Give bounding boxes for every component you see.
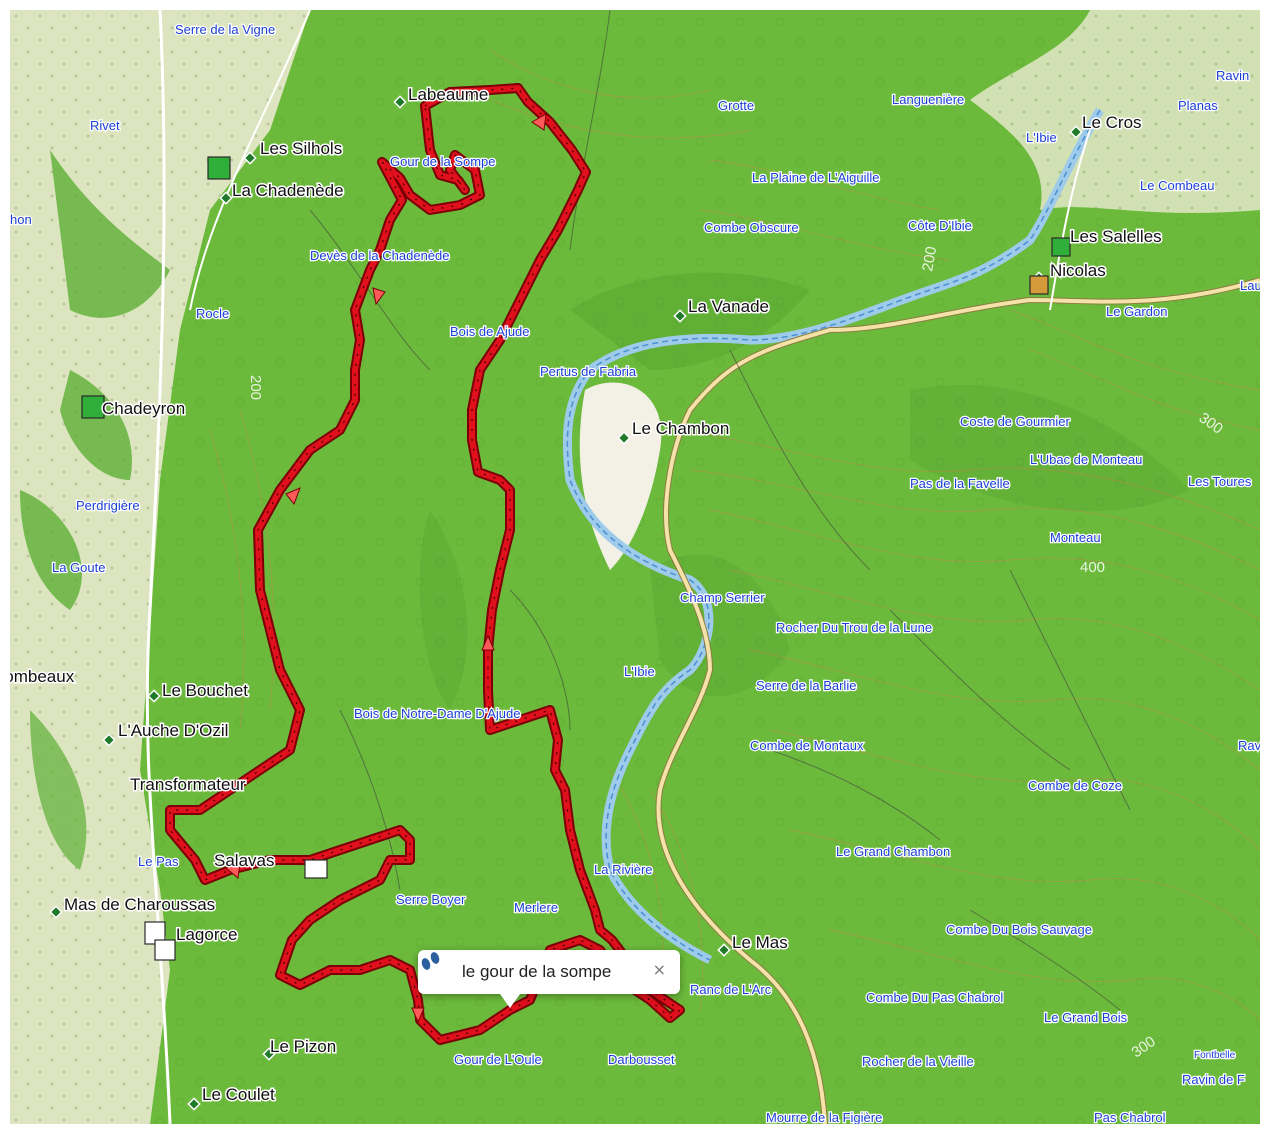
place-label: Gour de la Sompe: [390, 154, 496, 169]
church-icons: [81, 156, 1071, 961]
place-label: La Vanade: [688, 297, 769, 316]
place-label: Fontbelle: [1194, 1050, 1236, 1061]
place-label: Combe Obscure: [704, 220, 799, 235]
close-icon[interactable]: ×: [652, 960, 666, 979]
place-label: Le Pas: [138, 854, 179, 869]
place-label: Serre de la Vigne: [175, 22, 275, 37]
contour-label: 200: [919, 245, 940, 273]
place-label: Devès de la Chadenède: [310, 248, 450, 263]
place-label: Le Chambon: [632, 419, 729, 438]
place-label: La Rivière: [594, 862, 653, 877]
place-label: Merlere: [514, 900, 558, 915]
place-label: Ravin de F: [1182, 1072, 1245, 1087]
place-label: Les Silhols: [260, 139, 342, 158]
place-label: La Plaine de L'Aiguille: [752, 170, 880, 185]
place-label: Monteau: [1050, 530, 1101, 545]
place-label: Combe Du Pas Chabrol: [866, 990, 1003, 1005]
place-label: Combe de Montaux: [750, 738, 864, 753]
place-label: Coste de Gourmier: [960, 414, 1070, 429]
place-label: Le Coulet: [202, 1085, 275, 1104]
place-label: Nicolas: [1050, 261, 1106, 280]
place-label: Les Toures: [1188, 474, 1252, 489]
place-label: hon: [10, 212, 32, 227]
place-label: Mourre de la Figière: [766, 1110, 882, 1124]
place-label: Le Cros: [1082, 113, 1142, 132]
place-label: Rocle: [196, 306, 229, 321]
place-label: Rocher Du Trou de la Lune: [776, 620, 932, 635]
contour-label: 200: [247, 375, 264, 400]
place-label: Combe Du Bois Sauvage: [946, 922, 1092, 937]
place-label: Pas Chabrol: [1094, 1110, 1166, 1124]
place-label: Combeaux: [10, 667, 75, 686]
place-labels: Serre de la Vigne Rivet Les Silhols La C…: [10, 21, 1260, 1124]
place-label: Perdrigière: [76, 498, 140, 513]
place-label: Transformateur: [130, 775, 246, 794]
place-label: Combe de Coze: [1028, 778, 1122, 793]
place-label: L'Ubac de Monteau: [1030, 452, 1142, 467]
waypoint-popup[interactable]: le gour de la sompe ×: [418, 950, 680, 1008]
place-label: Côte D'Ibie: [908, 218, 972, 233]
place-label: Darbousset: [608, 1052, 675, 1067]
place-label: Serre de la Barlie: [756, 678, 856, 693]
map-canvas[interactable]: 200 300 400 200 300 Serre de la Vigne Ri…: [10, 10, 1260, 1124]
place-label: Pertus de Fabria: [540, 364, 637, 379]
place-label: La Chadenède: [232, 181, 344, 200]
topo-map: 200 300 400 200 300 Serre de la Vigne Ri…: [10, 10, 1260, 1124]
contour-lines: [209, 49, 1260, 1021]
place-label: Lau: [1240, 278, 1260, 293]
hiking-track[interactable]: [167, 85, 683, 1043]
place-label: La Goute: [52, 560, 106, 575]
place-label: L'Ibie: [624, 664, 655, 679]
place-label: Planas: [1178, 98, 1218, 113]
place-label: Lagorce: [176, 925, 237, 944]
contour-label: 400: [1080, 559, 1105, 576]
place-label: Bois de Ajude: [450, 324, 530, 339]
place-label: Le Combeau: [1140, 178, 1214, 193]
place-label: Les Salelles: [1070, 227, 1162, 246]
track-direction-arrows: [225, 113, 547, 1024]
place-label: Ranc de L'Arc: [690, 982, 772, 997]
place-label: Le Grand Bois: [1044, 1010, 1128, 1025]
place-label: Languenière: [892, 92, 964, 107]
place-label: Le Pizon: [270, 1037, 336, 1056]
popup-title: le gour de la sompe: [462, 962, 612, 981]
place-label: L'Auche D'Ozil: [118, 721, 228, 740]
place-label: Rocher de la Vieille: [862, 1054, 974, 1069]
place-label: Grotte: [718, 98, 754, 113]
place-label: Gour de L'Oule: [454, 1052, 542, 1067]
place-label: Labeaume: [408, 85, 488, 104]
place-label: Le Gardon: [1106, 304, 1167, 319]
place-label: Serre Boyer: [396, 892, 466, 907]
place-label: L'Ibie: [1026, 130, 1057, 145]
place-label: Le Bouchet: [162, 681, 248, 700]
place-label: Le Grand Chambon: [836, 844, 950, 859]
place-label: Champ Serrier: [680, 590, 765, 605]
place-label: Ravin: [1216, 68, 1249, 83]
place-label: Mas de Charoussas: [64, 895, 215, 914]
place-label: Le Mas: [732, 933, 788, 952]
place-label: Ravi: [1238, 738, 1260, 753]
place-label: Chadeyron: [102, 399, 185, 418]
hiker-footprints-icon: [421, 952, 456, 986]
place-label: Pas de la Favelle: [910, 476, 1010, 491]
place-label: Salavas: [214, 851, 274, 870]
place-label: Bois de Notre-Dame D'Ajude: [354, 706, 521, 721]
place-label: Rivet: [90, 118, 120, 133]
